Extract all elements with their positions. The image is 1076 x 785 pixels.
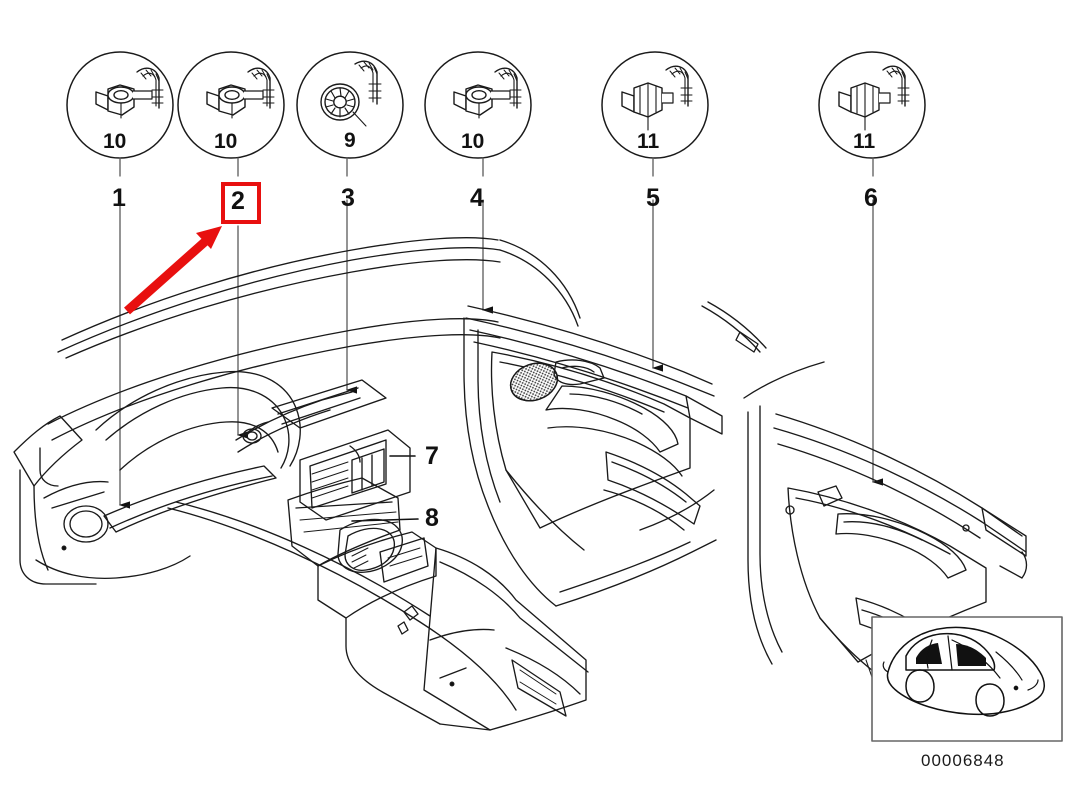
callout-circle-2 [177, 51, 285, 159]
part-number-4[interactable]: 4 [470, 184, 484, 212]
callout-circle-4 [424, 51, 532, 159]
part-number-2[interactable]: 2 [231, 187, 245, 215]
fastener-code-2: 10 [214, 130, 238, 153]
fastener-glyph-11-a [621, 65, 693, 131]
part-number-5[interactable]: 5 [646, 184, 660, 212]
fastener-glyph-10-a [95, 67, 164, 119]
callout-circle-5 [601, 51, 709, 159]
part-number-8[interactable]: 8 [425, 504, 439, 532]
front-door-panel [463, 301, 767, 607]
fastener-glyph-9 [320, 60, 382, 127]
vehicle-inset [871, 616, 1063, 742]
fastener-code-5: 11 [637, 130, 660, 153]
part-number-3[interactable]: 3 [341, 184, 355, 212]
fastener-code-3: 9 [344, 129, 356, 152]
fastener-code-6: 11 [853, 130, 876, 153]
callout-circle-3 [296, 51, 404, 159]
fastener-glyph-10-b [206, 67, 275, 119]
inset-diagram-id: 00006848 [921, 751, 1005, 770]
fastener-glyph-11-b [838, 65, 910, 131]
highlight-box-part-2[interactable] [221, 182, 261, 224]
fastener-code-4: 10 [461, 130, 485, 153]
callout-circle-group [66, 51, 926, 159]
dashboard-assembly [13, 237, 589, 731]
part-number-7[interactable]: 7 [425, 442, 439, 470]
fastener-glyph-10-c [453, 67, 522, 119]
leader-lines [119, 157, 883, 509]
callout-circle-6 [818, 51, 926, 159]
fastener-code-1: 10 [103, 130, 127, 153]
part-number-6[interactable]: 6 [864, 184, 878, 212]
part-number-1[interactable]: 1 [112, 184, 126, 212]
